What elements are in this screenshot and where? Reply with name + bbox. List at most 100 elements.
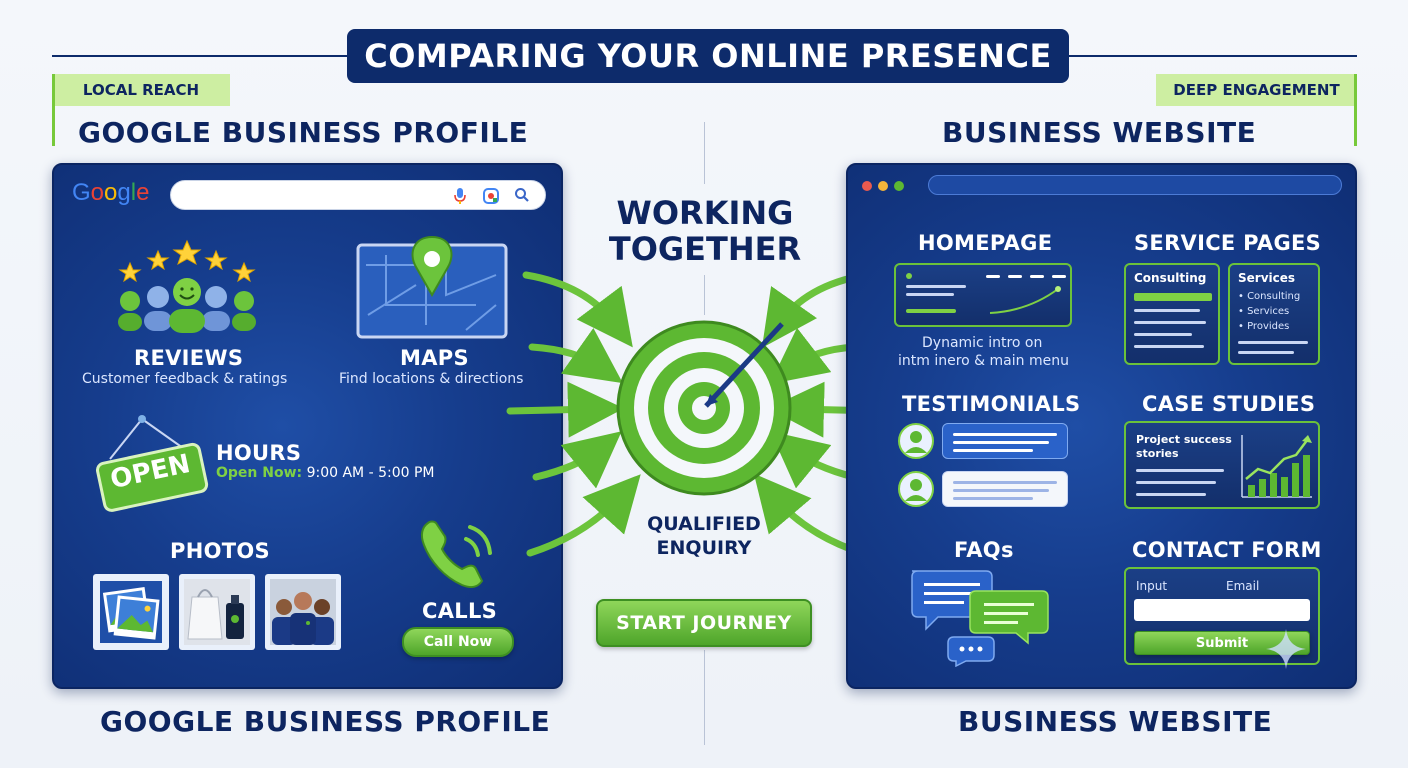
case-study-line [1136,493,1206,496]
photos-label: PHOTOS [170,539,270,563]
homepage-menu [1052,275,1066,278]
contact-form-label: CONTACT FORM [1132,538,1322,562]
testimonial-line [953,489,1049,492]
contact-input-label: Input [1136,579,1168,593]
consulting-line [1134,333,1192,336]
homepage-menu [986,275,1000,278]
services-item: • Consulting [1238,291,1301,302]
faqs-label: FAQs [954,538,1014,562]
website-footer-title: BUSINESS WEBSITE [958,705,1273,738]
case-study-line [1136,481,1216,484]
address-bar[interactable] [928,175,1342,195]
center-divider-mid [704,275,705,315]
calls-label: CALLS [422,599,498,623]
window-minimize-dot [878,181,888,191]
photo-gallery-icon[interactable] [92,573,170,651]
homepage-desc-line2: intm inero & main menu [898,353,1069,369]
contact-email-label: Email [1226,579,1260,593]
maps-subtitle: Find locations & directions [339,371,524,387]
window-maximize-dot [894,181,904,191]
gbp-footer-title: GOOGLE BUSINESS PROFILE [100,705,551,738]
testimonial-line [953,481,1057,484]
consulting-line [1134,345,1204,348]
team-photo-icon[interactable] [264,573,342,651]
microphone-icon[interactable] [453,187,467,205]
open-sign-icon [95,415,209,512]
search-icon[interactable] [514,187,530,203]
growth-chart-icon [1241,435,1312,498]
testimonial-line [953,449,1033,452]
open-now-label: Open Now: [216,465,303,481]
homepage-desc-line1: Dynamic intro on [922,335,1043,351]
testimonial-line [953,497,1033,500]
product-photo-icon[interactable] [178,573,256,651]
faq-chat-icon [911,570,1049,667]
case-study-line [1136,469,1224,472]
services-card-title: Services [1238,271,1296,285]
homepage-dot [906,273,912,279]
testimonial-line [953,441,1049,444]
case-study-text-line1: Project success [1136,433,1232,446]
reviews-icon [118,239,256,333]
homepage-swoosh-icon [989,286,1061,314]
qualified-enquiry-label: QUALIFIED ENQUIRY [610,512,798,560]
working-together-line2: TOGETHER [608,230,802,268]
enquiry-line: ENQUIRY [656,537,752,559]
consulting-line [1134,309,1200,312]
local-reach-accent [52,74,55,146]
deep-engagement-tag: DEEP ENGAGEMENT [1156,74,1357,106]
search-input[interactable] [170,180,546,210]
consulting-highlight [1134,293,1212,301]
services-item: • Provides [1238,321,1290,332]
header-rule-right [1064,55,1357,57]
homepage-card[interactable] [894,263,1072,327]
deep-engagement-accent [1354,74,1357,146]
services-line [1238,341,1308,344]
website-panel: HOMEPAGE Dynamic intro on intm inero & m… [846,163,1357,689]
page-title: COMPARING YOUR ONLINE PRESENCE [347,29,1069,83]
maps-label: MAPS [400,346,469,370]
gbp-panel: Google REVIEWS Customer feedback & ratin… [52,163,563,689]
window-close-dot [862,181,872,191]
services-card[interactable]: Services • Consulting • Services • Provi… [1228,263,1320,365]
case-studies-label: CASE STUDIES [1142,392,1316,416]
qualified-line: QUALIFIED [647,513,761,535]
phone-icon [420,520,492,589]
homepage-menu [1008,275,1022,278]
homepage-line [906,293,954,296]
consulting-card-title: Consulting [1134,271,1207,285]
reviews-label: REVIEWS [134,346,244,370]
gbp-title: GOOGLE BUSINESS PROFILE [78,116,529,149]
working-together-title: WORKING TOGETHER [590,195,820,267]
target-icon [616,320,792,496]
contact-email-input[interactable] [1134,599,1310,621]
lens-icon[interactable] [482,187,500,205]
testimonials-label: TESTIMONIALS [902,392,1081,416]
homepage-line [906,285,966,288]
sparkle-icon [1266,629,1306,669]
hours-time: 9:00 AM - 5:00 PM [306,465,435,481]
hours-label: HOURS [216,441,302,465]
testimonial-avatar-icon [898,423,934,459]
map-icon [356,235,508,339]
center-divider-top [704,122,705,184]
working-together-line1: WORKING [616,194,794,232]
start-journey-button[interactable]: START JOURNEY [596,599,812,647]
case-study-card[interactable]: Project success stories [1124,421,1320,509]
case-study-text-line2: stories [1136,447,1179,460]
center-divider-bottom [704,650,705,745]
website-title: BUSINESS WEBSITE [942,116,1257,149]
testimonial-line [953,433,1057,436]
local-reach-tag: LOCAL REACH [52,74,230,106]
homepage-cta [906,309,956,313]
consulting-card[interactable]: Consulting [1124,263,1220,365]
testimonial-bubble [942,471,1068,507]
consulting-line [1134,321,1206,324]
hours-status: Open Now: 9:00 AM - 5:00 PM [216,465,435,481]
testimonial-bubble [942,423,1068,459]
homepage-menu [1030,275,1044,278]
homepage-label: HOMEPAGE [918,231,1053,255]
testimonial-avatar-icon [898,471,934,507]
services-item: • Services [1238,306,1290,317]
call-now-button[interactable]: Call Now [402,627,514,657]
